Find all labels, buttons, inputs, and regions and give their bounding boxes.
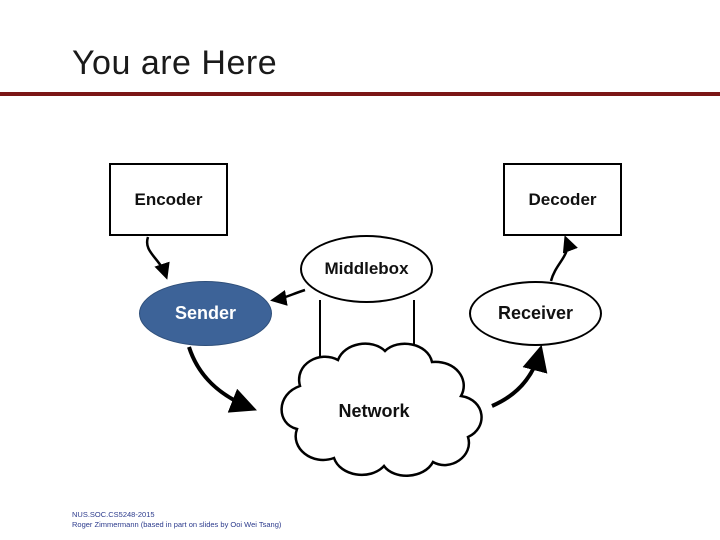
node-network-label: Network [338,401,410,421]
edge-network-receiver [491,344,548,408]
edge-middlebox-sender [270,288,306,306]
node-receiver-label: Receiver [497,303,574,323]
edge-receiver-decoder [549,235,578,282]
cloud-shape [280,342,483,477]
title-divider [0,92,720,96]
edge-encoder-sender [145,236,170,280]
node-middlebox[interactable]: Middlebox [300,235,433,303]
node-network-label-wrap: Network [262,345,486,478]
node-decoder[interactable]: Decoder [503,163,622,236]
node-sender[interactable]: Sender [139,281,272,346]
footer-attribution: Roger Zimmermann (based in part on slide… [72,520,282,529]
node-middlebox-label: Middlebox [324,259,409,278]
node-decoder-label: Decoder [528,189,597,209]
edge-sender-network [187,346,257,413]
node-encoder[interactable]: Encoder [109,163,228,236]
slide-footer: NUS.SOC.CS5248-2015 Roger Zimmermann (ba… [72,510,281,530]
node-encoder-label: Encoder [134,189,203,209]
node-sender-label: Sender [174,303,237,323]
node-receiver[interactable]: Receiver [469,281,602,346]
footer-course-code: NUS.SOC.CS5248-2015 [72,510,155,519]
page-title: You are Here [72,44,278,82]
